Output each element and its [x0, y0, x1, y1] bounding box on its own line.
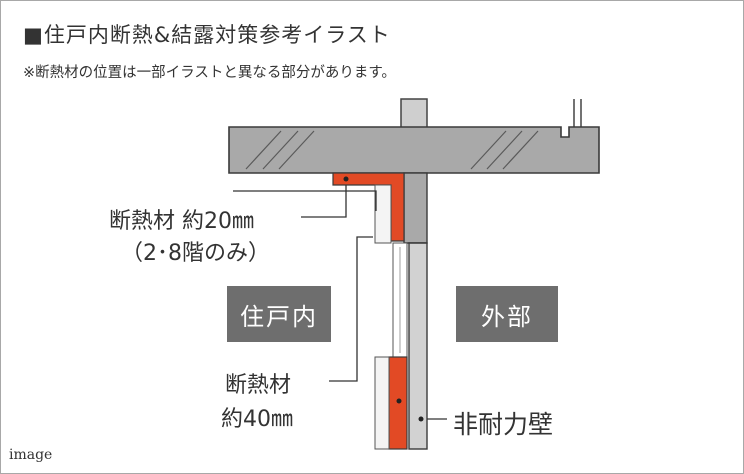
leader-dot: [343, 176, 349, 182]
leader-lines: [233, 185, 447, 420]
concrete-column: [403, 172, 428, 244]
leader-dot: [418, 416, 424, 422]
insulation-upper-label: 断熱材 約20㎜: [109, 209, 254, 234]
insulation-upper-floors-label: （2･8階のみ）: [121, 241, 270, 266]
upper-finish-board: [374, 184, 392, 244]
leader-dot: [396, 398, 402, 404]
non-bearing-wall: [408, 242, 428, 450]
insulation-lower-label: 断熱材: [225, 373, 292, 398]
concrete-slab: [228, 126, 600, 174]
image-caption: image: [9, 447, 53, 463]
column-upper: [400, 98, 428, 130]
position-note: ※断熱材の位置は一部イラストと異なる部分があります。: [23, 65, 396, 81]
non-bearing-wall-label: 非耐力壁: [453, 410, 554, 439]
room-label-inside: 住戸内: [227, 286, 331, 342]
upper-insulation: [332, 172, 405, 242]
insulation-lower-thickness-label: 約40㎜: [221, 407, 293, 432]
room-label-outside: 外部: [456, 286, 558, 342]
page-title: ■住戸内断熱&結露対策参考イラスト: [23, 23, 391, 47]
lower-finish-board: [374, 356, 390, 450]
slab-hatch: [245, 130, 539, 170]
